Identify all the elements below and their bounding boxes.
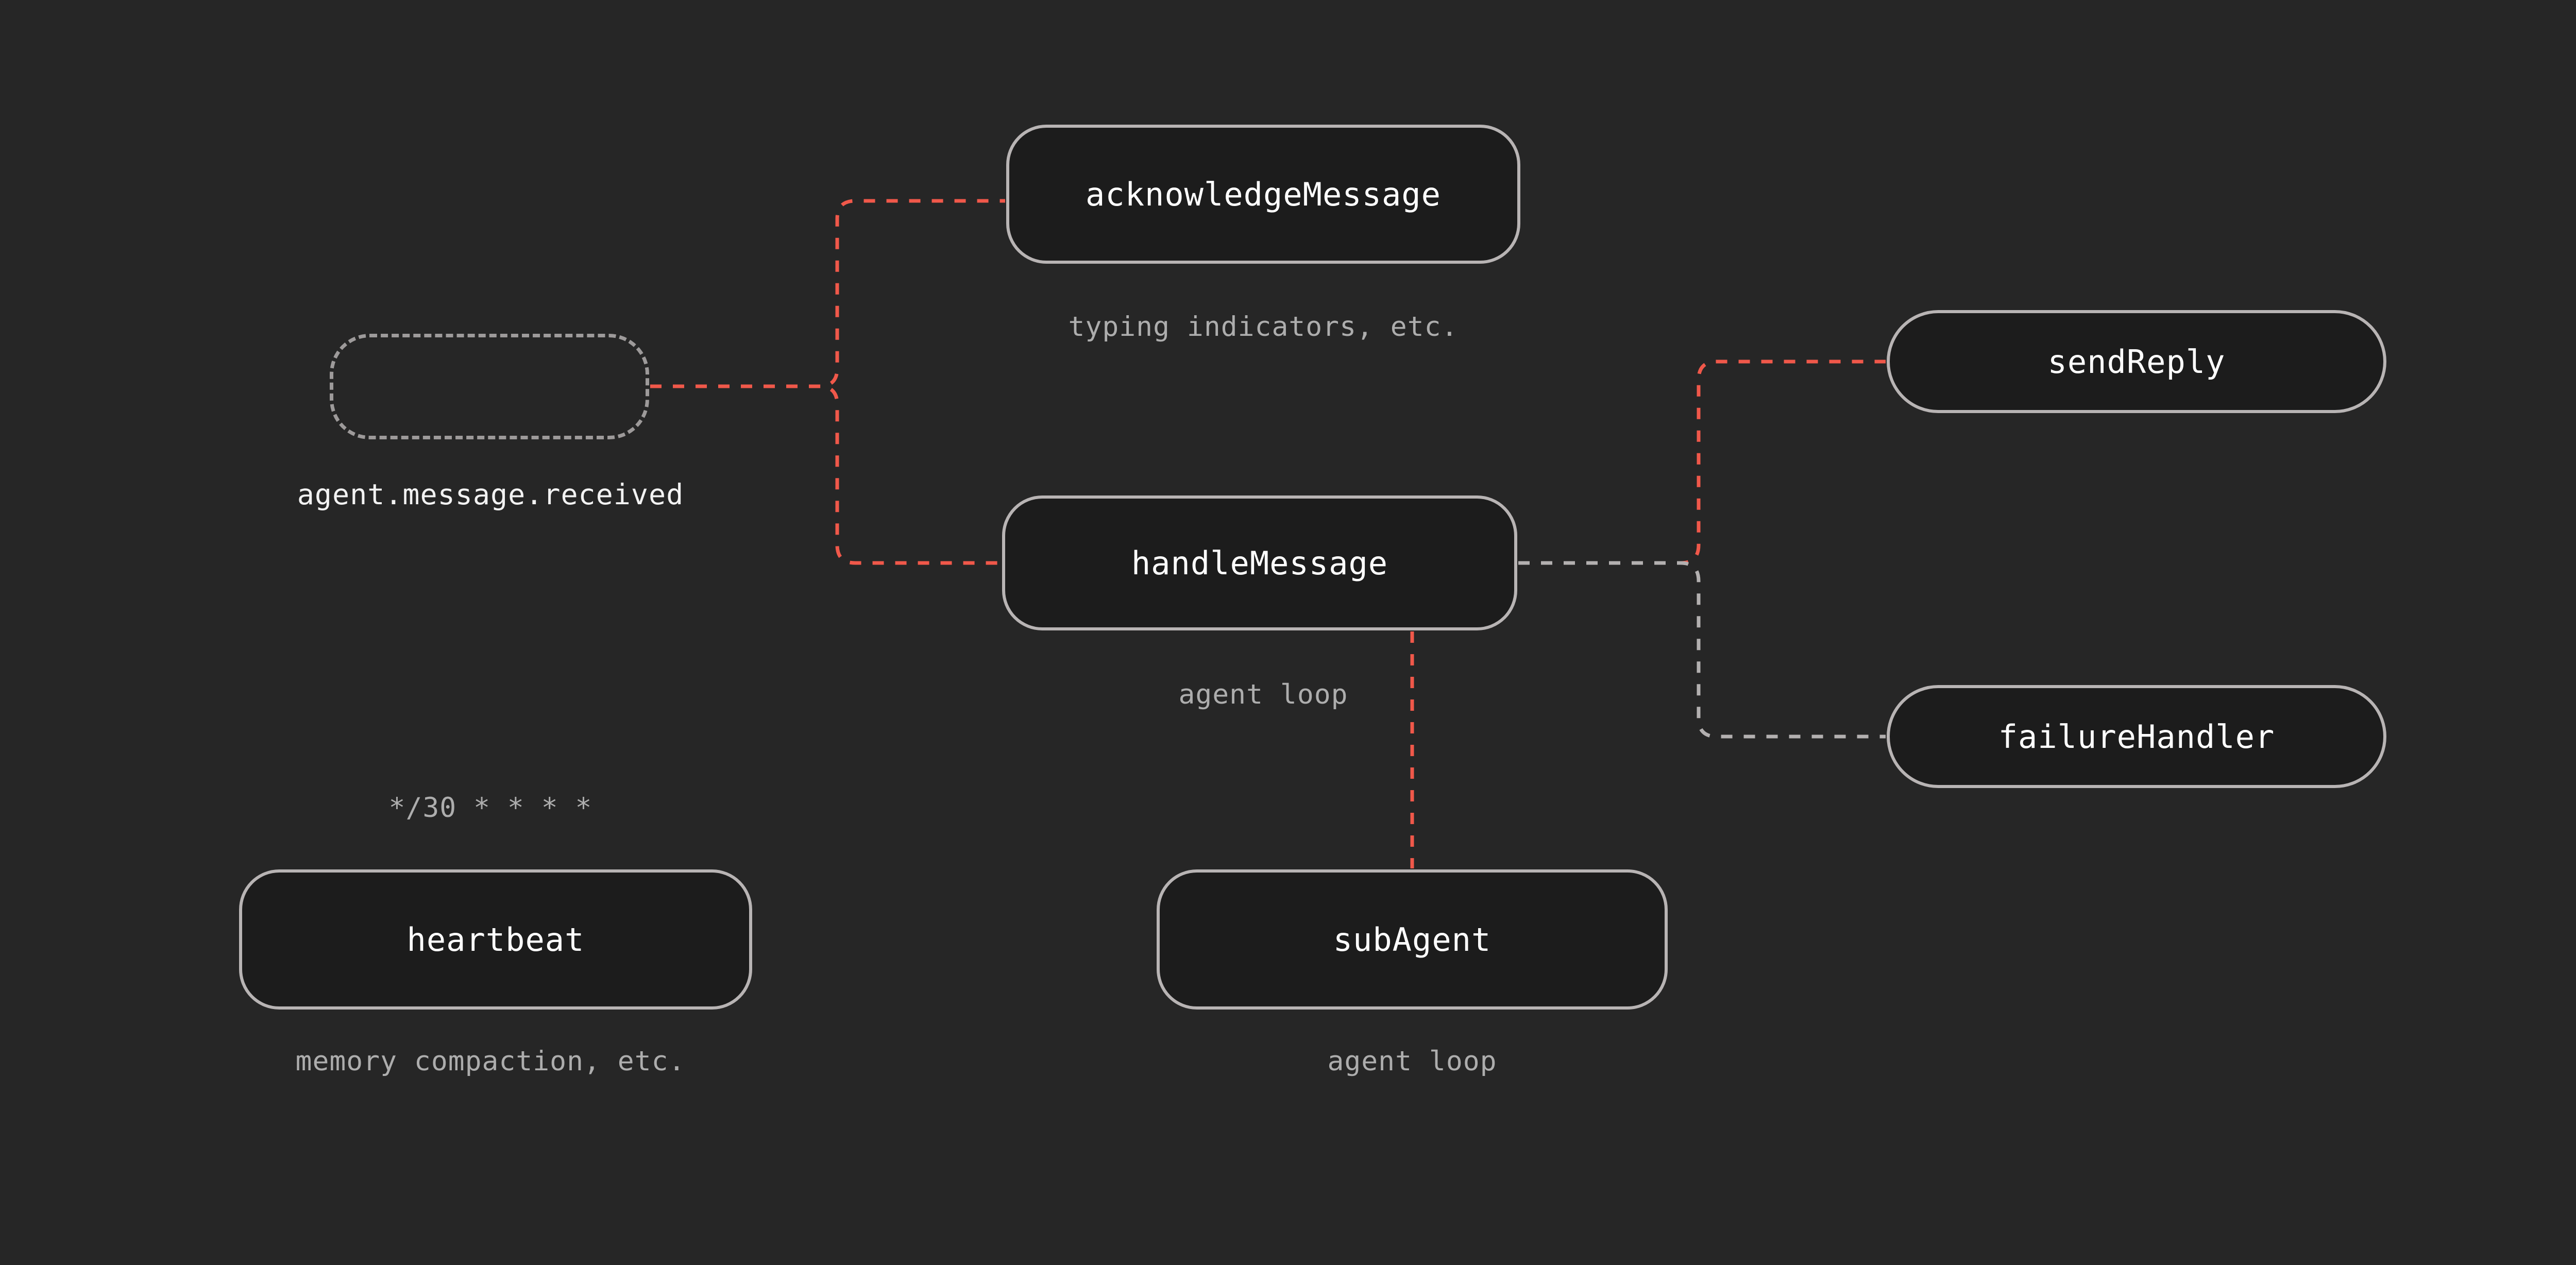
node-label-acknowledgeMessage: acknowledgeMessage	[1086, 175, 1441, 213]
edge-handleMessage-to-failureHandler	[1518, 561, 1886, 739]
node-handleMessage[interactable]: handleMessage	[1002, 495, 1517, 630]
edge-trigger-to-handleMessage	[650, 384, 1001, 565]
node-sendReply[interactable]: sendReply	[1887, 310, 2386, 413]
label-handle-caption: agent loop	[1178, 679, 1348, 710]
label-cron-expression: */30 * * * *	[388, 792, 592, 824]
edge-handleMessage-to-sendReply	[1518, 360, 1886, 565]
edge-trigger-to-acknowledgeMessage	[650, 199, 1005, 388]
label-acknowledge-caption: typing indicators, etc.	[1068, 311, 1459, 343]
node-label-heartbeat: heartbeat	[406, 920, 585, 959]
node-heartbeat[interactable]: heartbeat	[239, 869, 752, 1010]
node-label-sendReply: sendReply	[2047, 343, 2226, 381]
node-label-subAgent: subAgent	[1333, 920, 1492, 959]
node-subAgent[interactable]: subAgent	[1157, 869, 1668, 1010]
label-trigger-name: agent.message.received	[297, 478, 684, 511]
node-label-failureHandler: failureHandler	[1998, 717, 2275, 756]
label-subagent-caption: agent loop	[1327, 1046, 1497, 1077]
label-heartbeat-caption: memory compaction, etc.	[295, 1046, 686, 1077]
node-failureHandler[interactable]: failureHandler	[1887, 685, 2386, 788]
node-trigger[interactable]	[330, 334, 649, 439]
node-acknowledgeMessage[interactable]: acknowledgeMessage	[1006, 125, 1520, 264]
node-label-handleMessage: handleMessage	[1131, 544, 1388, 582]
